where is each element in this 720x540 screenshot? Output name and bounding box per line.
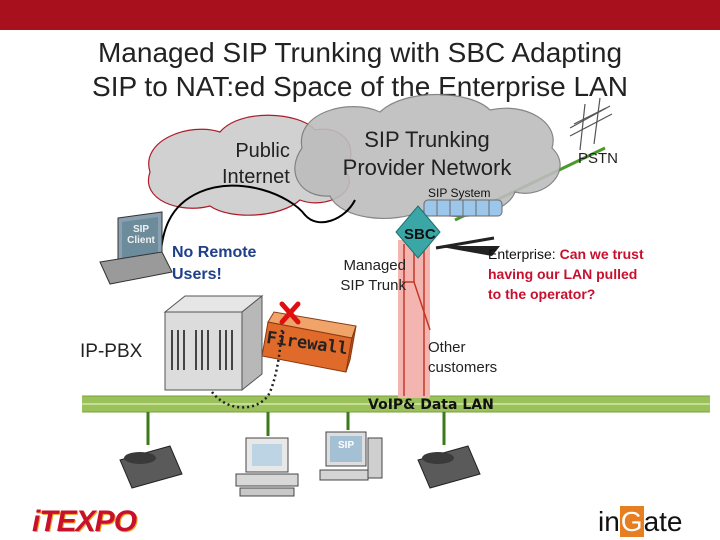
sbc-label: SBC: [404, 226, 436, 243]
remote-user-path: [159, 184, 356, 271]
sip-computer-icon: [319, 431, 383, 481]
managed-sip-trunk-pipe: [398, 240, 431, 398]
itexpo-logo: iTEXPO: [32, 505, 137, 538]
ingate-logo-g: G: [619, 506, 644, 537]
laptop-sip-client-label: SIP Client: [127, 224, 155, 246]
ingate-logo: inGate: [598, 506, 683, 538]
ingate-logo-right: ate: [643, 506, 683, 537]
no-remote-users-label: No Remote Users!: [172, 244, 257, 283]
sip-system-label: SIP System: [428, 186, 491, 200]
pstn-label: PSTN: [578, 150, 619, 167]
phone-icon: [119, 445, 183, 489]
pstn-tower-icon: [569, 97, 613, 151]
ip-pbx-label: IP-PBX: [80, 341, 143, 362]
laptop-icon: [99, 211, 173, 285]
other-customers-label: Other customers: [428, 339, 498, 376]
blocked-x-icon: [279, 301, 301, 325]
callout-question: Can we trust having our LAN pulled to th…: [488, 246, 644, 302]
lan-label: VoIP& Data LAN: [368, 397, 494, 413]
callout-prefix: Enterprise:: [488, 246, 560, 262]
phone-icon-right: [417, 445, 481, 489]
enterprise-callout: Enterprise: Can we trust having our LAN …: [488, 244, 648, 304]
provider-network-cloud: [294, 93, 561, 220]
header-bar: [0, 0, 720, 30]
provider-network-label: SIP Trunking Provider Network: [342, 127, 512, 180]
public-internet-label: Public Internet: [222, 140, 290, 188]
ingate-logo-left: in: [598, 506, 620, 537]
title-line-2: SIP to NAT:ed Space of the Enterprise LA…: [92, 71, 628, 102]
slide-title: Managed SIP Trunking with SBC Adapting S…: [0, 36, 720, 104]
desktop-computer-icon: [235, 437, 299, 497]
ip-pbx-icon: [163, 294, 264, 392]
sip-computer-label: SIP: [338, 440, 355, 451]
pbx-firewall-path: [211, 329, 284, 409]
managed-sip-trunk-label: Managed SIP Trunk: [340, 257, 406, 294]
title-line-1: Managed SIP Trunking with SBC Adapting: [97, 37, 623, 68]
firewall-icon: [261, 311, 357, 373]
callout-pointer: [436, 246, 500, 256]
sbc-icon: [395, 205, 441, 259]
sip-system-servers: [423, 199, 503, 217]
